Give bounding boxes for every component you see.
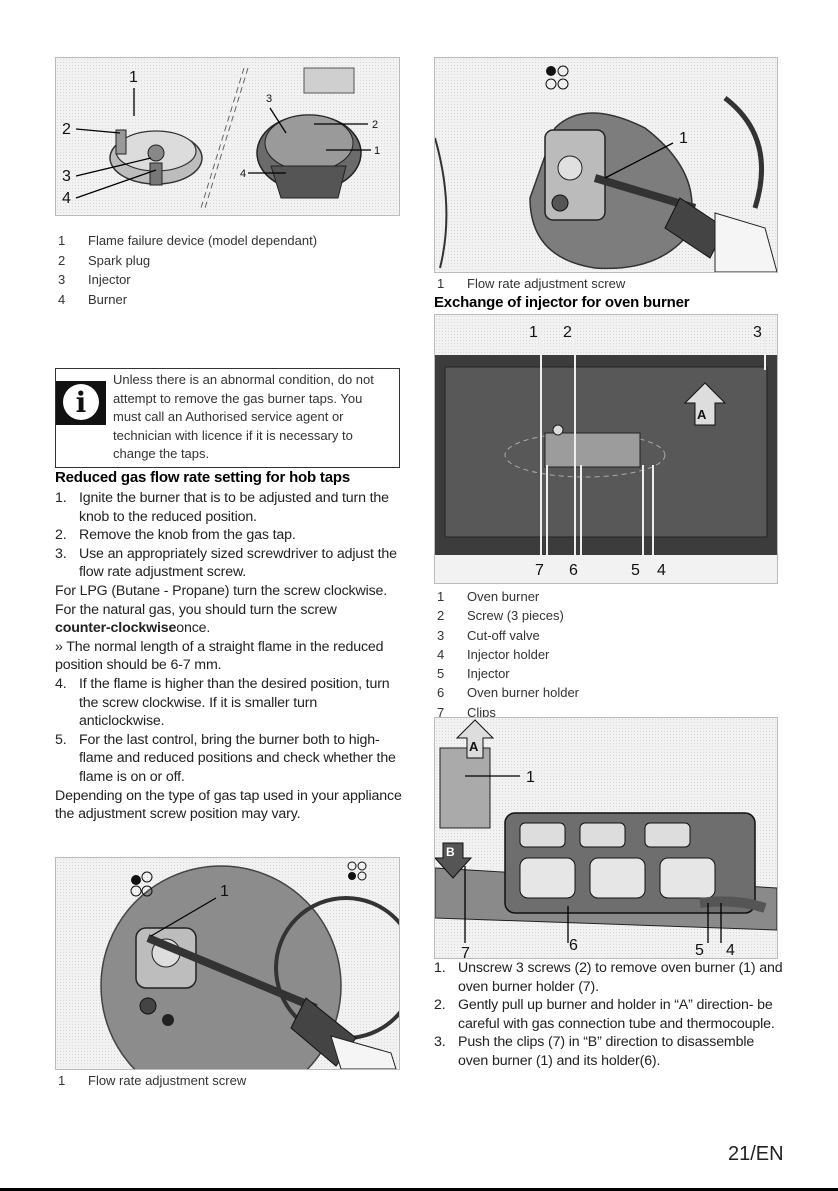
heading-exchange-injector: Exchange of injector for oven burner <box>434 294 690 311</box>
fig4-label-7: 7 <box>535 562 544 579</box>
fig4-label-5: 5 <box>631 562 640 579</box>
page-number: 21/EN <box>728 1143 784 1165</box>
exchange-step-3: 3.Push the clips (7) in “B” direction to… <box>434 1034 755 1069</box>
info-text: Unless there is an abnormal condition, d… <box>113 372 374 462</box>
fig1-callout-4: 4 <box>62 190 71 207</box>
fig5-marker-a: A <box>469 739 479 754</box>
info-icon: i <box>56 381 106 425</box>
fig3-callout-1: 1 <box>679 130 688 147</box>
fig1-callout-2: 2 <box>62 121 71 138</box>
exchange-step-1: 1.Unscrew 3 screws (2) to remove oven bu… <box>434 960 783 995</box>
figure-flow-screw-left: 1 <box>55 857 400 1070</box>
bottom-rule <box>0 1188 838 1191</box>
fig5-label-1: 1 <box>526 769 535 786</box>
exchange-steps: 1.Unscrew 3 screws (2) to remove oven bu… <box>434 959 784 1071</box>
para-screw-position: Depending on the type of gas tap used in… <box>55 787 402 823</box>
fig4-marker-a: A <box>697 407 707 422</box>
figure-burner-holder-clips: A B 1 7 6 5 4 <box>434 717 778 959</box>
para-lpg: For LPG (Butane - Propane) turn the scre… <box>55 582 388 599</box>
fig1-callout-3b: 3 <box>266 93 272 105</box>
fig1-callout-1: 1 <box>129 69 138 86</box>
step-3: 3.Use an appropriately sized screwdriver… <box>55 545 397 581</box>
fig5-label-4: 4 <box>726 942 735 958</box>
fig4-label-2: 2 <box>563 324 572 341</box>
fig4-label-3: 3 <box>753 324 762 341</box>
step-4: 4.If the flame is higher than the desire… <box>55 675 390 730</box>
fig4-label-6: 6 <box>569 562 578 579</box>
fig5-label-5: 5 <box>695 942 704 958</box>
fig1-callout-4b: 4 <box>240 168 246 180</box>
reduced-flow-body: 1.Ignite the burner that is to be adjust… <box>55 489 405 824</box>
step-5: 5.For the last control, bring the burner… <box>55 731 396 785</box>
fig4-label-4: 4 <box>657 562 666 579</box>
info-box: i Unless there is an abnormal condition,… <box>55 368 400 468</box>
fig4-label-1: 1 <box>529 324 538 341</box>
fig1-callout-1b: 1 <box>374 145 380 157</box>
fig1-callout-2b: 2 <box>372 119 378 131</box>
step-2: 2.Remove the knob from the gas tap. <box>55 527 296 544</box>
exchange-step-2: 2.Gently pull up burner and holder in “A… <box>434 997 775 1032</box>
fig1-callout-3: 3 <box>62 168 71 185</box>
fig2-callout-1: 1 <box>220 883 229 900</box>
fig5-marker-b: B <box>446 845 455 859</box>
figure-burner-parts: 1 2 3 4 3 2 1 4 <box>55 57 400 216</box>
figure-oven-burner: A 1 2 3 7 6 5 4 <box>434 314 778 584</box>
fig5-label-7: 7 <box>461 945 470 958</box>
heading-reduced-flow: Reduced gas flow rate setting for hob ta… <box>55 469 350 486</box>
fig5-label-6: 6 <box>569 937 578 954</box>
step-1: 1.Ignite the burner that is to be adjust… <box>55 490 389 525</box>
para-flame-length: » The normal length of a straight flame … <box>55 638 384 674</box>
para-natural-gas: For the natural gas, you should turn the… <box>55 601 337 637</box>
figure-flow-screw-right: 1 <box>434 57 778 273</box>
